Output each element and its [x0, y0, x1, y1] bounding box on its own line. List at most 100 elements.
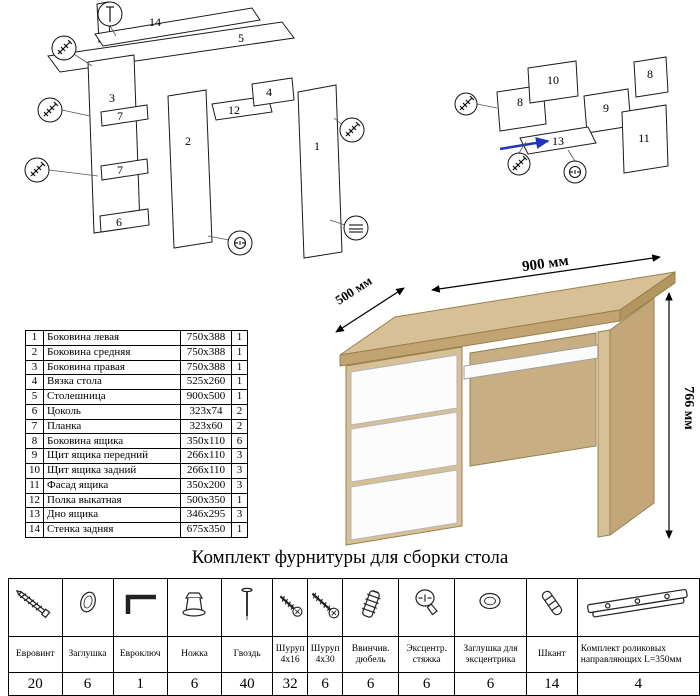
- width-dimension-line: [431, 254, 661, 293]
- panel-plinth: [99, 208, 150, 233]
- height-dimension: 766 мм: [681, 386, 696, 430]
- dimension-lines: [335, 254, 673, 539]
- part-name: Вязка стола: [43, 374, 181, 391]
- drawer-front-top: [350, 354, 458, 426]
- exploded-diagram-desk: 14 5 3 7 7 6 2 12 4 1: [24, 1, 369, 259]
- right-panel-front: [597, 329, 611, 538]
- part-size: 675x350: [180, 522, 232, 538]
- euro-screw-icon: [15, 589, 51, 619]
- part-size: 750x388: [180, 359, 232, 376]
- panel-drawer-back: [527, 60, 579, 104]
- desk-body: [339, 271, 676, 546]
- panel-tie: [251, 77, 295, 107]
- part-size: 750x388: [180, 330, 232, 346]
- part-label: 2: [185, 134, 191, 148]
- part-num: 14: [25, 522, 44, 538]
- part-label: 7: [117, 163, 123, 177]
- drawer-front-bottom: [350, 469, 458, 541]
- part-qty: 1: [231, 389, 248, 405]
- hardware-qty: 4: [576, 672, 700, 696]
- part-number-labels: 8 10 9 8 11 13: [517, 67, 653, 148]
- drawer-slide-icon: [587, 588, 689, 618]
- drawer-front-middle: [350, 411, 458, 483]
- hardware-qty: 1: [112, 672, 168, 696]
- part-qty: 3: [231, 477, 248, 494]
- part-label: 8: [517, 95, 523, 109]
- hardware-name: Комплект роликовых направляющих L=350мм: [576, 636, 700, 673]
- part-name: Цоколь: [43, 403, 181, 420]
- hardware-qty: 6: [61, 672, 114, 696]
- hardware-name: Евроключ: [112, 636, 168, 673]
- panel-back-wall: [94, 7, 261, 47]
- nail-icon: [241, 587, 253, 620]
- hardware-qty-row: 20 6 1 6 40 32 6 6 6 6 14 4: [8, 672, 700, 696]
- part-size: 350x110: [180, 433, 232, 450]
- drawer-panels: [496, 56, 669, 174]
- hardware-icon-cell: [576, 578, 700, 637]
- hardware-title: Комплект фурнитуры для сборки стола: [191, 547, 509, 568]
- cap-icon: [79, 591, 96, 613]
- hardware-qty: 14: [525, 672, 578, 696]
- part-size: 266x110: [180, 463, 232, 479]
- part-num: 4: [25, 374, 44, 391]
- part-label: 8: [647, 67, 653, 81]
- part-qty: 1: [231, 359, 248, 376]
- part-qty: 3: [231, 463, 248, 479]
- right-panel-inner: [609, 297, 655, 536]
- part-qty: 1: [231, 330, 248, 346]
- depth-dimension-line: [335, 287, 405, 333]
- panel-drawer-side-2: [633, 56, 669, 98]
- part-size: 900x500: [180, 389, 232, 405]
- part-label: 9: [603, 101, 609, 115]
- hardware-names-row: Евровинт Заглушка Евроключ Ножка Гвоздь …: [8, 636, 700, 673]
- hardware-qty: 6: [342, 672, 400, 696]
- hardware-icon-cell: [221, 578, 274, 637]
- part-name: Столешница: [43, 389, 181, 405]
- part-qty: 3: [231, 448, 248, 465]
- hardware-qty: 6: [307, 672, 344, 696]
- part-size: 266x110: [180, 448, 232, 465]
- hardware-icon-cell: [307, 578, 344, 637]
- hardware-icon-cell: [342, 578, 400, 637]
- part-name: Полка выкатная: [43, 492, 181, 509]
- width-dimension: 900 мм: [521, 253, 569, 275]
- hardware-name: Ввинчив. дюбель: [342, 636, 400, 673]
- part-label: 5: [238, 31, 244, 45]
- part-name: Фасад ящика: [43, 477, 181, 494]
- part-name: Стенка задняя: [43, 522, 181, 538]
- part-qty: 2: [231, 403, 248, 420]
- hardware-name: Эксцентр. стяжка: [398, 636, 456, 673]
- leader-lines: [48, 25, 346, 241]
- hardware-qty: 6: [398, 672, 456, 696]
- cam-lock-icon: [415, 589, 438, 616]
- hardware-name: Заглушка для эксцентрика: [454, 636, 527, 673]
- hardware-icon-cell: [398, 578, 456, 637]
- part-name: Щит ящика передний: [43, 448, 181, 465]
- panel-side-middle: [167, 89, 213, 249]
- hardware-qty: 40: [221, 672, 274, 696]
- panel-plank-2: [100, 158, 149, 181]
- part-num: 13: [25, 507, 44, 524]
- hardware-icon-cell: [166, 578, 223, 637]
- part-size: 323x74: [180, 403, 232, 420]
- part-number-labels: 14 5 3 7 7 6 2 12 4 1: [109, 15, 320, 229]
- part-name: Дно ящика: [43, 507, 181, 524]
- wood-dowel-icon: [541, 590, 562, 616]
- hardware-icon-cell: [272, 578, 309, 637]
- part-name: Боковина правая: [43, 359, 181, 376]
- panel-side-left: [87, 54, 141, 234]
- part-size: 500x350: [180, 492, 232, 509]
- part-num: 8: [25, 433, 44, 450]
- panel-side-right: [297, 84, 343, 259]
- part-label: 14: [149, 15, 161, 29]
- hex-key-icon: [125, 594, 157, 614]
- part-label: 10: [547, 73, 559, 87]
